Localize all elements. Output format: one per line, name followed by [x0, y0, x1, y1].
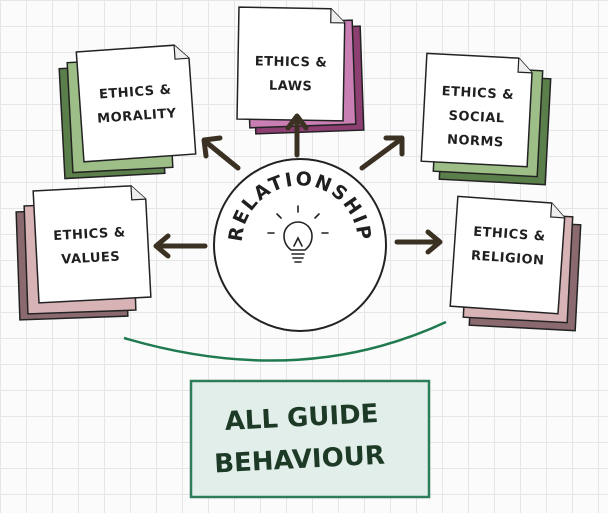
card-ethics-religion-line2: RELIGION [471, 249, 545, 269]
arrow-to-laws [285, 113, 309, 158]
card-ethics-morality-line1: ETHICS & [99, 83, 172, 103]
card-ethics-social-norms-line2: SOCIAL [448, 109, 505, 127]
card-ethics-morality-line2: MORALITY [97, 106, 177, 127]
card-ethics-values-line2: VALUES [61, 250, 121, 268]
lightbulb-icon [267, 205, 329, 263]
card-ethics-social-norms-line1: ETHICS & [441, 84, 514, 103]
arrow-to-social-norms [359, 135, 405, 171]
bracket-curve [123, 320, 447, 362]
card-ethics-values-line1: ETHICS & [53, 225, 126, 244]
card-ethics-laws-line2: LAWS [269, 79, 313, 95]
arrow-to-morality [201, 135, 241, 171]
card-ethics-morality: ETHICS & MORALITY [58, 44, 197, 180]
card-ethics-laws-line1: ETHICS & [255, 54, 328, 70]
card-ethics-religion-line1: ETHICS & [473, 225, 546, 245]
arrow-to-values [153, 233, 208, 259]
card-ethics-religion: ETHICS & RELIGION [449, 195, 582, 332]
card-ethics-values: ETHICS & VALUES [15, 185, 152, 321]
card-ethics-social-norms-line3: NORMS [447, 133, 504, 151]
arrow-to-religion [394, 229, 443, 255]
card-ethics-laws: ETHICS & LAWS [236, 6, 365, 135]
summary-box: ALL GUIDE BEHAVIOUR [189, 379, 431, 499]
relationship-hub: RELATIONSHIP [213, 158, 387, 332]
card-ethics-social-norms: ETHICS & SOCIAL NORMS [420, 52, 552, 186]
